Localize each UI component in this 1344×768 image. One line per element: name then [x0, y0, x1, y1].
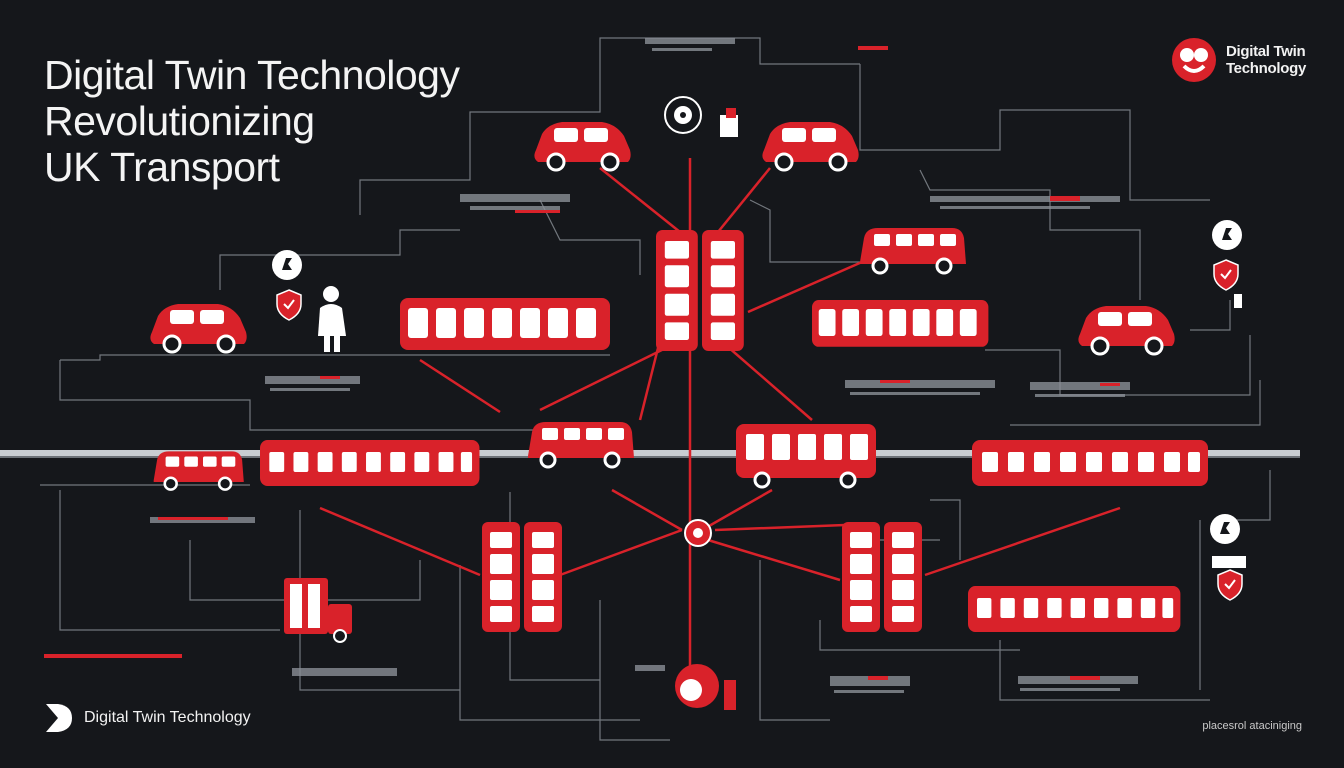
double-decker-bus-icon — [482, 522, 520, 632]
person-icon — [318, 286, 346, 352]
double-decker-bus-icon — [702, 230, 744, 351]
car-icon — [1076, 304, 1177, 356]
van-icon — [858, 226, 968, 275]
bottom-hub-node-icon — [675, 664, 736, 710]
van-icon — [152, 450, 246, 491]
location-pin-icon — [1212, 220, 1242, 250]
double-decker-bus-icon — [656, 230, 698, 351]
headline-line-3: UK Transport — [44, 144, 280, 190]
train-icon — [260, 440, 480, 486]
truck-icon — [284, 578, 352, 643]
car-icon — [532, 120, 633, 172]
brand-line-2: Technology — [1225, 60, 1306, 77]
shield-icon — [1213, 259, 1239, 291]
car-icon — [148, 302, 249, 354]
hub-node-icon — [684, 519, 712, 547]
train-icon — [972, 440, 1208, 486]
shield-icon — [1217, 569, 1243, 601]
train-icon — [968, 586, 1181, 632]
bus-icon — [734, 422, 878, 489]
headline: Digital Twin Technology Revolutionizing … — [44, 52, 460, 190]
van-icon — [526, 420, 636, 469]
shield-icon — [276, 289, 302, 321]
schematic-fragments — [44, 38, 1138, 693]
car-icon — [760, 120, 861, 172]
footer-caption: placesrol ataciniging — [1202, 720, 1302, 732]
brand-logo: Digital Twin Technology — [1170, 36, 1306, 84]
signal-icon — [720, 108, 738, 137]
footer-brand: Digital Twin Technology — [44, 702, 251, 734]
top-hub-node-icon — [664, 96, 702, 134]
footer-label: Digital Twin Technology — [84, 709, 251, 726]
location-pin-icon — [272, 250, 302, 280]
headline-line-1: Digital Twin Technology — [44, 52, 460, 98]
tram-icon — [812, 300, 989, 347]
location-pin-icon — [1210, 514, 1240, 544]
double-decker-bus-icon — [842, 522, 880, 632]
double-decker-bus-icon — [884, 522, 922, 632]
main-rail — [0, 450, 1300, 458]
headline-line-2: Revolutionizing — [44, 98, 315, 144]
d-logo-icon — [46, 704, 72, 732]
brand-line-1: Digital Twin — [1225, 43, 1306, 60]
double-decker-bus-icon — [524, 522, 562, 632]
red-circle-logo-icon — [1171, 38, 1216, 82]
tram-icon — [400, 298, 610, 350]
brand-name: Digital Twin Technology — [1226, 43, 1306, 77]
